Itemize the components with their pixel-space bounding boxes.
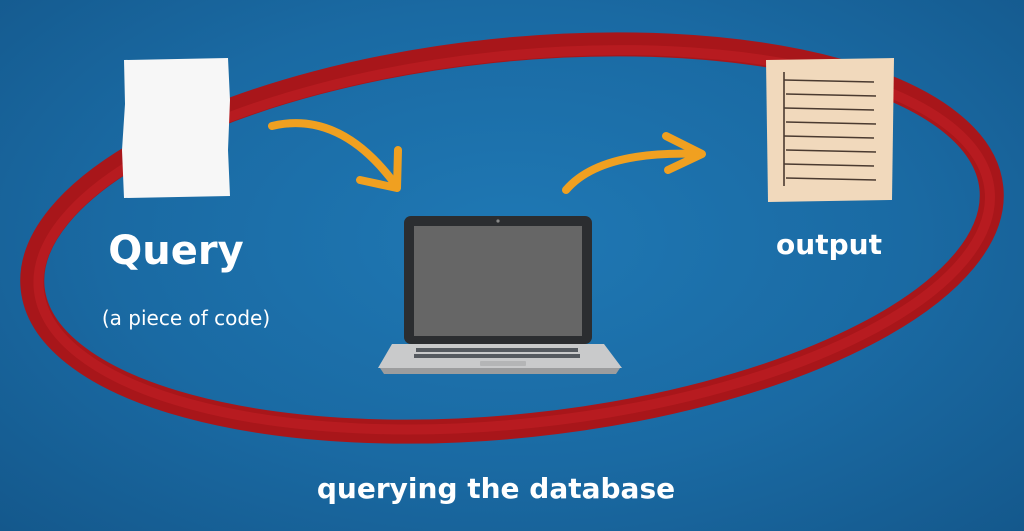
output-title: output [776,228,882,261]
paper-list-icon [766,58,894,202]
query-subtitle: (a piece of code) [101,306,271,330]
laptop-icon [378,216,622,374]
encircling-ellipse [20,32,1004,444]
query-title: Query [108,228,244,274]
arrow-to-laptop-icon [268,119,402,192]
arrow-to-output-icon [562,132,706,194]
document-icon [122,58,230,198]
caption: querying the database [316,472,676,505]
